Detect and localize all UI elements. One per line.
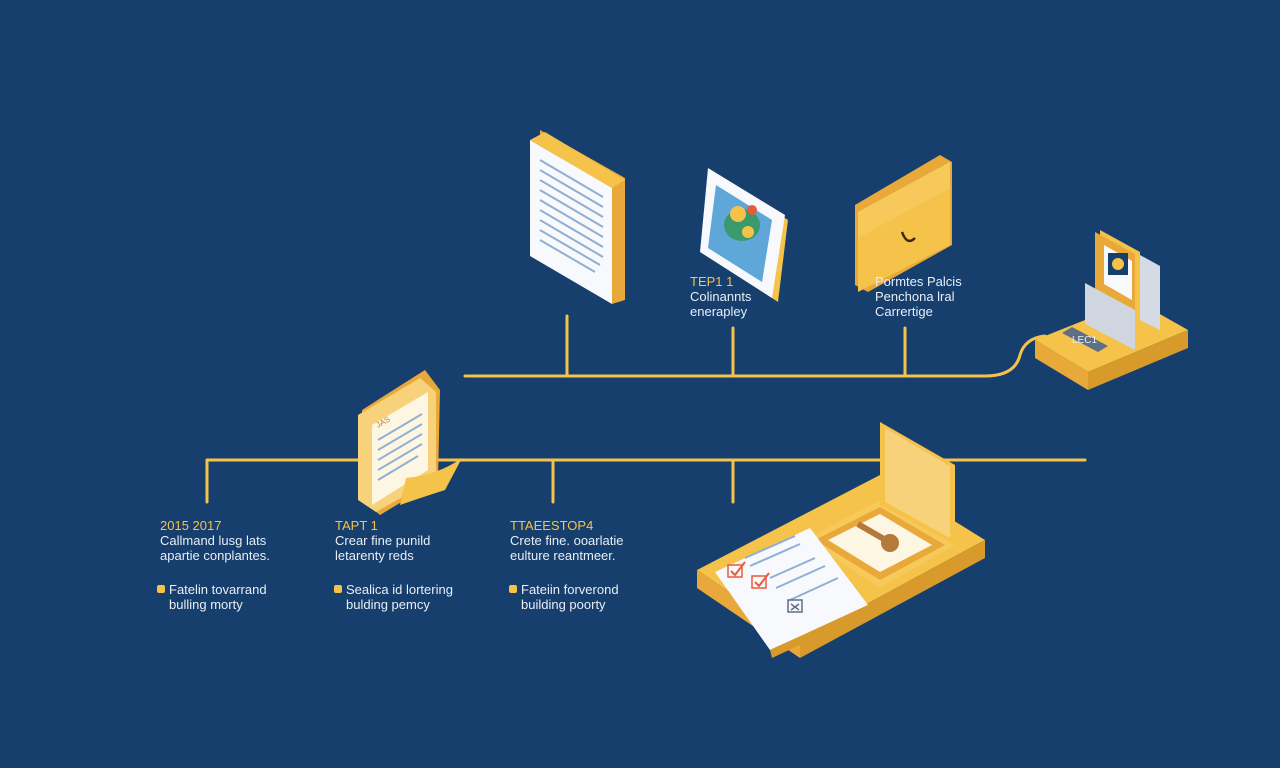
lower-label-3-line-1: Crete fine. ooarlatie: [510, 533, 624, 548]
map-card-icon: [700, 168, 788, 302]
lower-label-3-head: TTAEESTOP4: [510, 518, 594, 533]
scroll-icon: JAS: [358, 370, 462, 515]
upper-label-1-line-2: enerapley: [690, 304, 748, 319]
bullet-dot-icon: [334, 585, 342, 593]
lower-label-3-bullet-line-1: Fateiin forverond: [521, 582, 619, 597]
lower-label-1-head: 2015 2017: [160, 518, 222, 533]
lower-label-3-line-2: eulture reantmeer.: [510, 548, 616, 563]
lower-label-1-bullet-line-1: Fatelin tovarrand: [169, 582, 267, 597]
upper-timeline: [463, 314, 1047, 378]
upper-label-1: TEP1 1 Colinannts enerapley: [690, 274, 751, 319]
lower-label-2-line-2: letarenty reds: [335, 548, 414, 563]
lower-label-1-bullet-line-2: bulling morty: [169, 597, 243, 612]
monitor-platform-icon: LEC1: [1035, 230, 1188, 390]
upper-label-2: Pormtes Palcis Penchona lral Carrertige: [875, 274, 962, 319]
lower-label-2-bullet-line-1: Sealica id lortering: [346, 582, 453, 597]
lower-label-3-bullet-line-2: building poorty: [521, 597, 606, 612]
document-icon: [530, 130, 625, 304]
upper-label-2-line-1: Pormtes Palcis: [875, 274, 962, 289]
lower-label-1-line-1: Callmand lusg lats: [160, 533, 267, 548]
bullet-dot-icon: [157, 585, 165, 593]
lower-label-1: 2015 2017 Callmand lusg lats apartie con…: [160, 518, 270, 563]
lower-label-3-bullet: Fateiin forverond building poorty: [509, 582, 619, 612]
upper-label-2-line-3: Carrertige: [875, 304, 933, 319]
upper-label-2-line-2: Penchona lral: [875, 289, 955, 304]
lower-label-2-bullet: Sealica id lortering bulding pemcy: [334, 582, 453, 612]
secure-platform-icon: [697, 422, 985, 658]
lower-label-3: TTAEESTOP4 Crete fine. ooarlatie eulture…: [510, 518, 623, 563]
folder-icon: [855, 155, 952, 292]
lower-label-2: TAPT 1 Crear fine punild letarenty reds: [335, 518, 430, 563]
checkbox-icons: [727, 561, 803, 613]
monitor-keyboard-text: LEC1: [1072, 335, 1097, 346]
key-icon: [856, 521, 899, 552]
lower-label-2-bullet-line-2: bulding pemcy: [346, 597, 430, 612]
lower-label-2-head: TAPT 1: [335, 518, 378, 533]
upper-label-1-line-1: Colinannts: [690, 289, 752, 304]
lower-label-1-line-2: apartie conplantes.: [160, 548, 270, 563]
lower-label-2-line-1: Crear fine punild: [335, 533, 431, 548]
checklist-lines: [744, 535, 839, 601]
lower-label-1-bullet: Fatelin tovarrand bulling morty: [157, 582, 267, 612]
upper-label-1-head: TEP1 1: [690, 274, 734, 289]
upper-timeline-connector: [983, 334, 1047, 378]
bullet-dot-icon: [509, 585, 517, 593]
